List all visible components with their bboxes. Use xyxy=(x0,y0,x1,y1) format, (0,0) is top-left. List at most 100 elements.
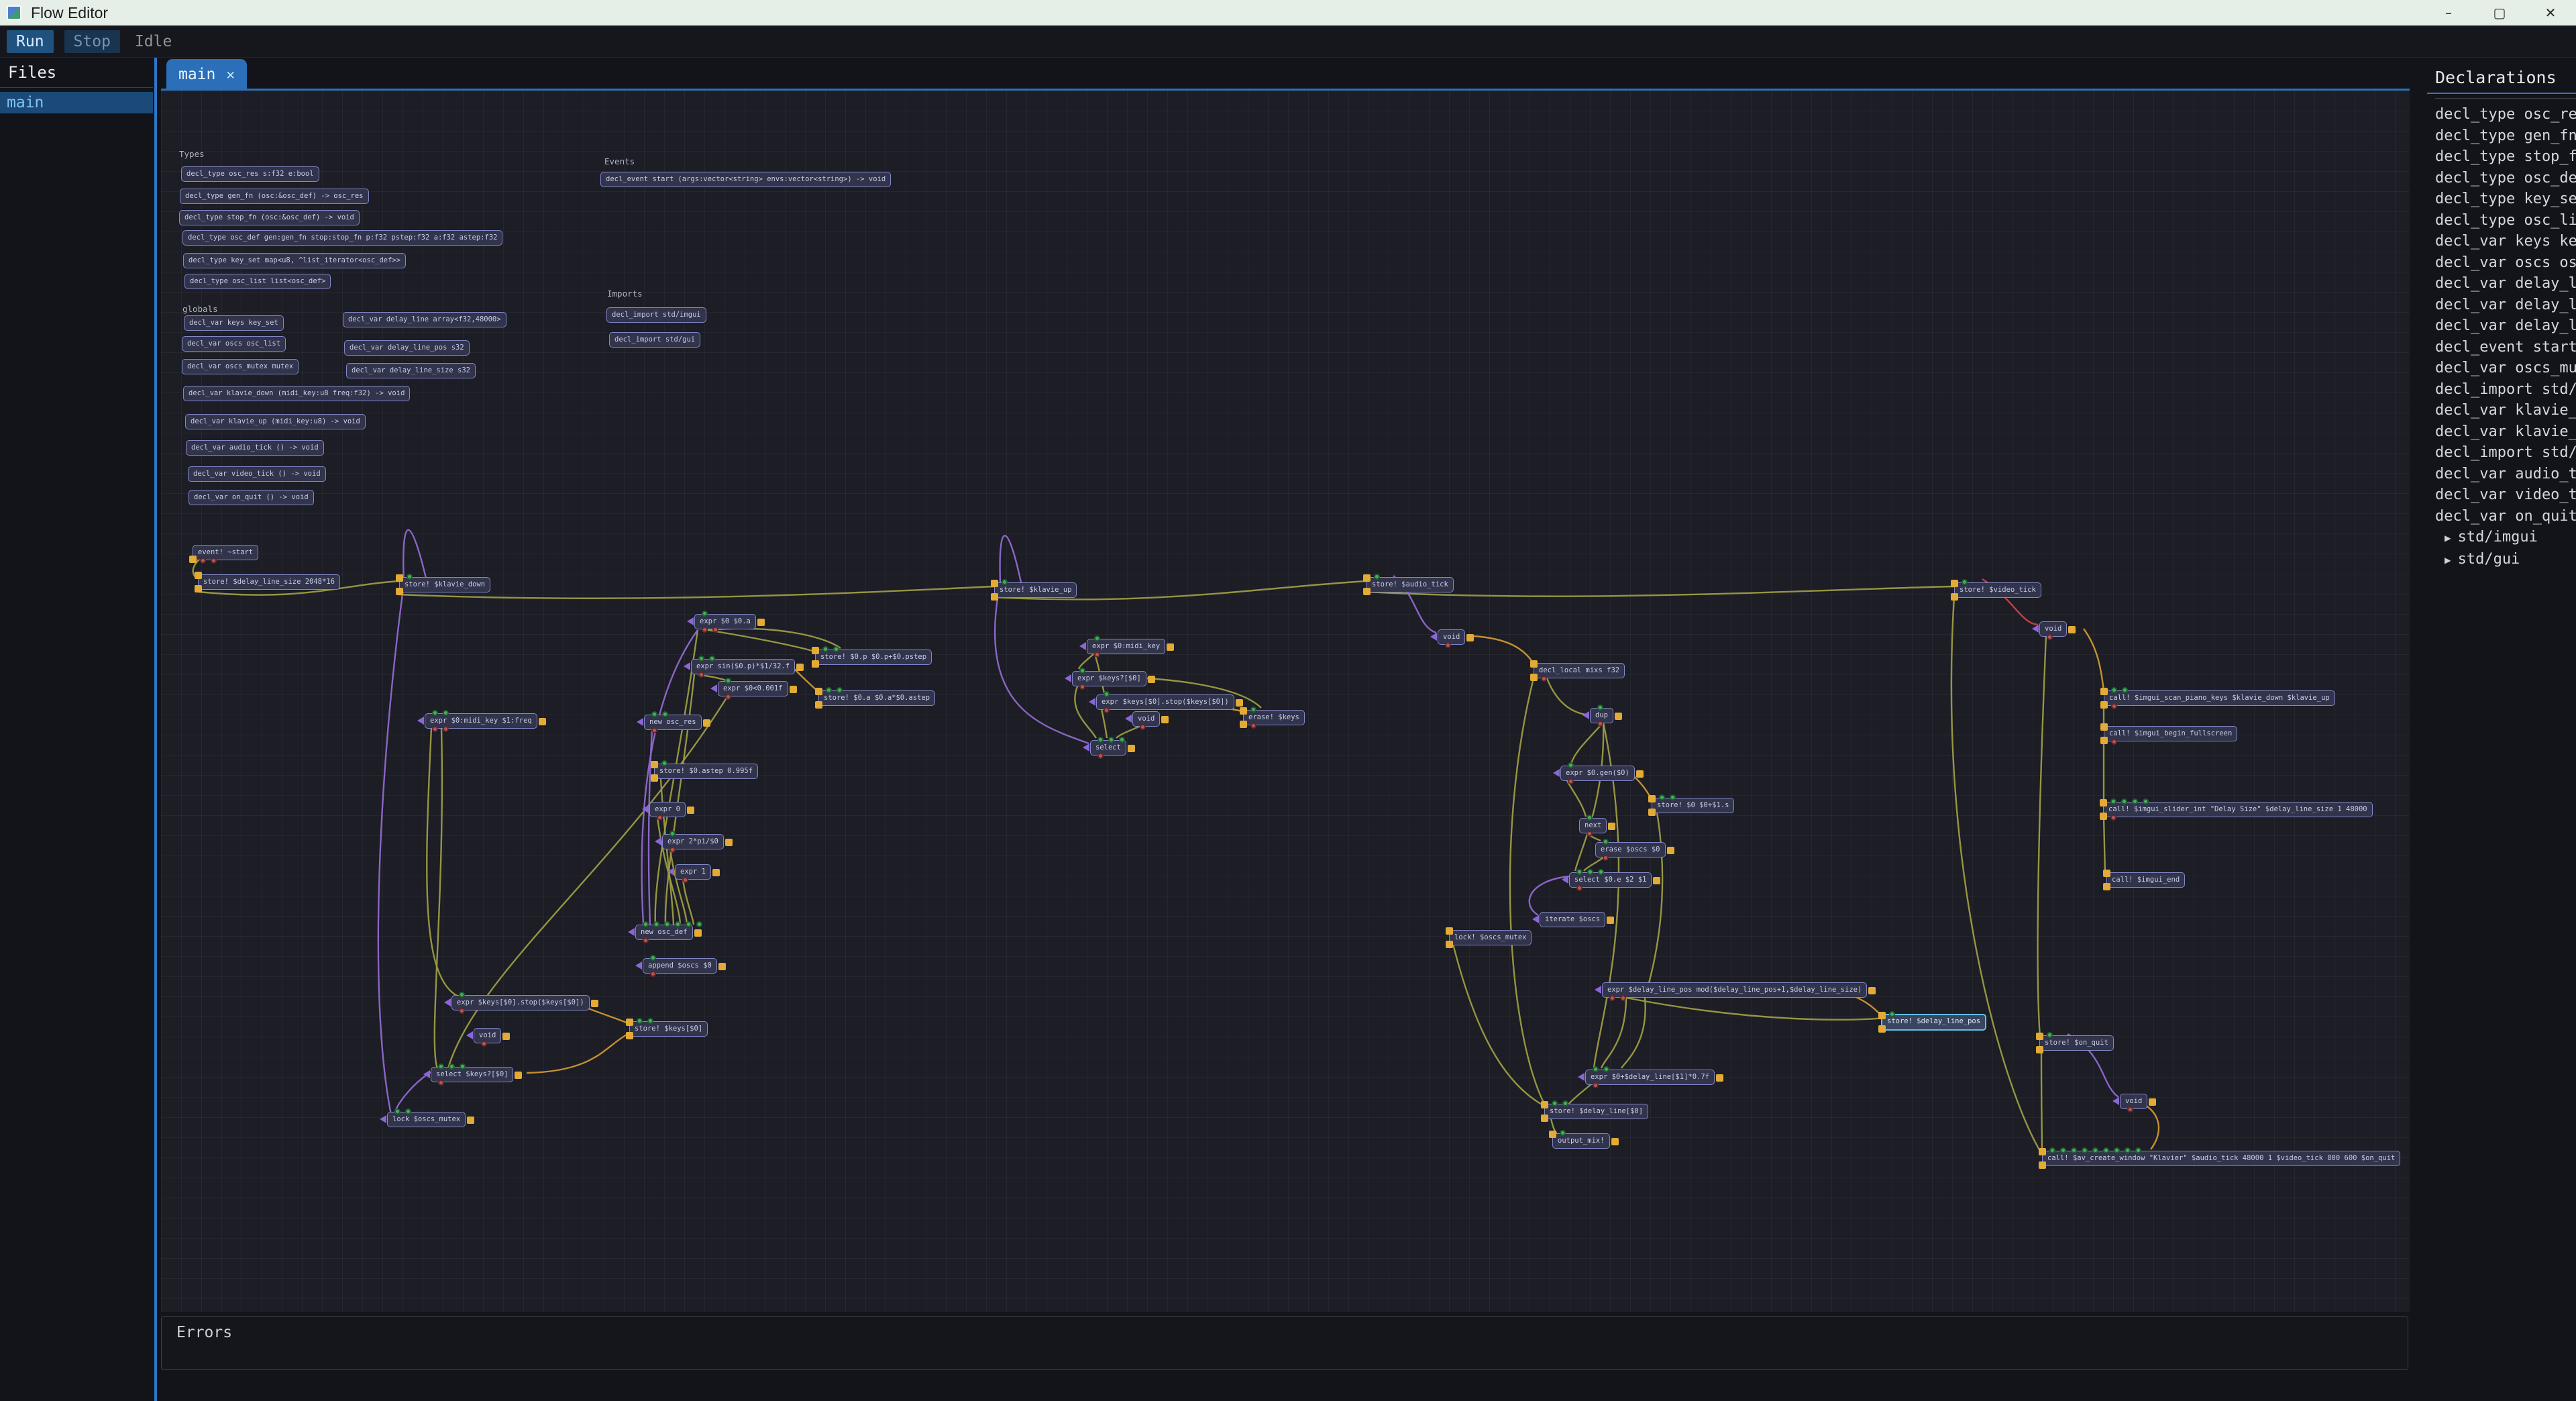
wire[interactable] xyxy=(393,1071,431,1114)
flow-input-port[interactable] xyxy=(684,662,690,670)
exec-port[interactable] xyxy=(2100,799,2107,807)
input-port[interactable] xyxy=(1552,1100,1558,1106)
exec-port[interactable] xyxy=(1363,574,1371,582)
input-port[interactable] xyxy=(1593,1066,1599,1072)
flow-node[interactable]: expr 1 xyxy=(667,864,720,883)
input-port[interactable] xyxy=(2125,1147,2131,1153)
flow-input-port[interactable] xyxy=(667,868,674,876)
input-port[interactable] xyxy=(1079,668,1085,674)
wire[interactable] xyxy=(447,695,729,1069)
decl-node[interactable]: decl_var klavie_down (midi_key:u8 freq:f… xyxy=(183,386,411,401)
wire[interactable] xyxy=(377,583,405,1115)
exec-port[interactable] xyxy=(590,1000,598,1007)
wire[interactable] xyxy=(1567,1084,1592,1106)
exec-port[interactable] xyxy=(1240,707,1247,715)
decl-node[interactable]: decl_var video_tick () -> void xyxy=(188,466,326,482)
exec-port[interactable] xyxy=(815,688,822,695)
input-port[interactable] xyxy=(669,831,676,837)
flow-input-port[interactable] xyxy=(1065,674,1071,682)
flow-node[interactable]: store! $delay_line_size 2048*16 xyxy=(195,572,340,592)
output-port[interactable] xyxy=(481,1041,487,1047)
decl-node[interactable]: decl_type osc_res s:f32 e:bool xyxy=(181,166,319,182)
input-port[interactable] xyxy=(725,678,731,684)
exec-port[interactable] xyxy=(1127,745,1135,752)
flow-input-port[interactable] xyxy=(423,1070,430,1078)
flow-node[interactable]: void xyxy=(2112,1094,2157,1112)
exec-port[interactable] xyxy=(1951,593,1958,601)
flow-node[interactable]: erase $oscs $0 xyxy=(1595,839,1674,861)
declaration-item[interactable]: decl_var oscs osc_list xyxy=(2435,254,2576,271)
exec-port[interactable] xyxy=(396,574,403,582)
exec-port[interactable] xyxy=(1666,847,1674,854)
output-port[interactable] xyxy=(443,726,449,732)
input-port[interactable] xyxy=(2092,1147,2098,1153)
exec-port[interactable] xyxy=(1446,927,1453,935)
decl-node[interactable]: decl_type osc_list list<osc_def> xyxy=(184,274,331,289)
flow-node[interactable]: expr $0 $0.a xyxy=(687,611,765,633)
flow-node[interactable]: call! $imgui_slider_int "Delay Size" $de… xyxy=(2100,798,2373,821)
output-port[interactable] xyxy=(211,558,217,564)
flow-node[interactable]: expr $0+$delay_line[$1]*0.7f xyxy=(1578,1066,1724,1088)
tree-expand-icon[interactable]: ▶ xyxy=(2445,531,2451,544)
input-port[interactable] xyxy=(822,646,828,652)
flow-node[interactable]: store! $keys[$0] xyxy=(626,1018,708,1039)
input-port[interactable] xyxy=(1576,869,1582,875)
flow-input-port[interactable] xyxy=(635,962,642,970)
flow-node[interactable]: store! $klavie_up xyxy=(991,579,1077,601)
flow-input-port[interactable] xyxy=(417,717,424,725)
exec-port[interactable] xyxy=(502,1033,511,1040)
exec-port[interactable] xyxy=(189,556,197,563)
flow-input-port[interactable] xyxy=(1578,1073,1585,1081)
input-port[interactable] xyxy=(438,1063,444,1070)
input-port[interactable] xyxy=(1603,1066,1609,1072)
exec-port[interactable] xyxy=(1549,1131,1556,1138)
decl-node[interactable]: decl_var delay_line array<f32,48000> xyxy=(343,312,506,327)
flow-node[interactable]: output_mix! xyxy=(1549,1130,1619,1149)
input-port[interactable] xyxy=(1119,737,1125,743)
wire[interactable] xyxy=(1509,678,1546,1104)
exec-port[interactable] xyxy=(1363,588,1371,595)
input-port[interactable] xyxy=(826,687,832,693)
decl-node[interactable]: decl_var delay_line_pos s32 xyxy=(344,340,470,356)
flow-node[interactable]: store! $0.a $0.a*$0.astep xyxy=(815,687,936,709)
input-port[interactable] xyxy=(1587,815,1593,821)
exec-port[interactable] xyxy=(1147,676,1155,683)
declaration-item[interactable]: decl_type osc_def gen:gen_fn stop:stop_f… xyxy=(2435,169,2576,187)
flow-node[interactable]: expr $0.gen($0) xyxy=(1553,762,1644,784)
input-port[interactable] xyxy=(709,656,715,662)
idle-button[interactable]: Idle xyxy=(134,32,172,50)
flow-node[interactable]: select $0.e $2 $1 xyxy=(1562,869,1661,891)
wire[interactable] xyxy=(2102,816,2106,874)
flow-node[interactable]: void xyxy=(466,1028,511,1047)
input-port[interactable] xyxy=(675,921,681,927)
decl-node[interactable]: decl_var oscs osc_list xyxy=(182,336,286,352)
exec-port[interactable] xyxy=(2036,1046,2043,1053)
exec-port[interactable] xyxy=(712,869,720,876)
flow-node[interactable]: iterate $oscs xyxy=(1532,912,1615,927)
wire[interactable] xyxy=(433,727,443,1069)
input-port[interactable] xyxy=(686,921,692,927)
flow-node[interactable]: expr $keys[$0].stop($keys[$0]) xyxy=(444,992,598,1014)
declaration-item[interactable]: decl_var audio_tick () -> void xyxy=(2435,465,2576,482)
wire[interactable] xyxy=(1600,997,1627,1069)
exec-port[interactable] xyxy=(815,701,822,709)
exec-port[interactable] xyxy=(1611,1138,1619,1145)
flow-node[interactable]: store! $klavie_down xyxy=(396,574,491,595)
input-port[interactable] xyxy=(2135,1147,2141,1153)
flow-node[interactable]: store! $0.astep 0.995f xyxy=(651,760,759,782)
exec-port[interactable] xyxy=(2103,870,2110,877)
exec-port[interactable] xyxy=(651,761,658,768)
input-port[interactable] xyxy=(1670,794,1676,800)
decl-node[interactable]: decl_type stop_fn (osc:&osc_def) -> void xyxy=(179,210,360,225)
maximize-icon[interactable]: ▢ xyxy=(2493,5,2506,21)
tree-expand-icon[interactable]: ▶ xyxy=(2445,553,2451,566)
exec-port[interactable] xyxy=(2036,1033,2043,1040)
output-port[interactable] xyxy=(712,627,718,633)
exec-port[interactable] xyxy=(1240,721,1247,728)
output-port[interactable] xyxy=(1250,723,1256,729)
decl-node[interactable]: decl_var oscs_mutex mutex xyxy=(182,359,299,374)
flow-node[interactable]: lock $oscs_mutex xyxy=(380,1108,475,1127)
output-port[interactable] xyxy=(1593,1082,1599,1088)
exec-port[interactable] xyxy=(1648,809,1656,816)
flow-node[interactable]: expr $delay_line_pos mod($delay_line_pos… xyxy=(1595,982,1876,1001)
